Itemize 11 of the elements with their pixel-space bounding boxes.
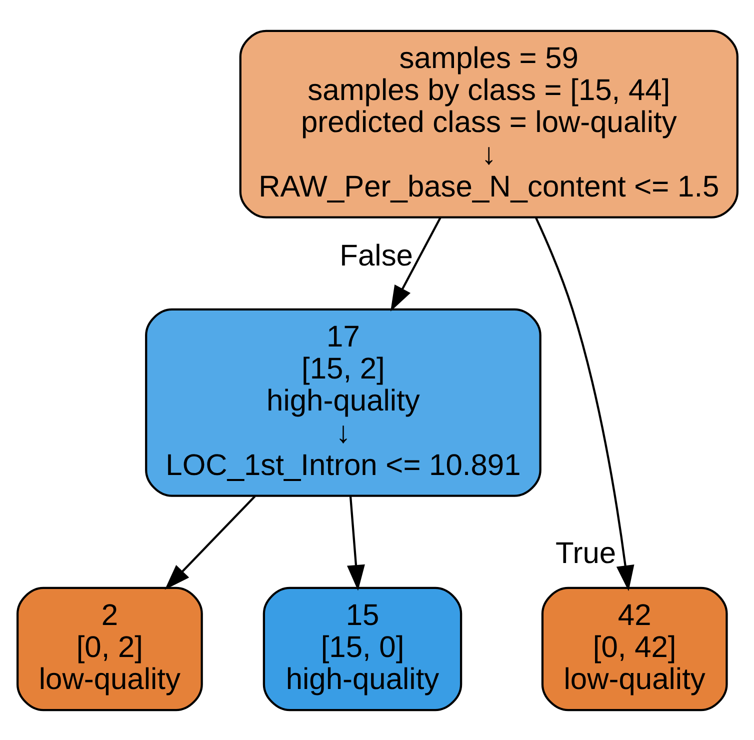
- node-box: 42 [0, 42] low-quality: [540, 586, 728, 711]
- arrow: [164, 495, 256, 590]
- edge-label: False: [339, 238, 413, 272]
- edge-label: True: [555, 536, 616, 570]
- node-box: 17 [15, 2] high-quality ↓ LOC_1st_Intron <= 10.891: [144, 308, 541, 496]
- node-box: samples = 59 samples by class = [15, 44] predicted class = low-quality ↓ RAW_Per_base_N_content <= 1.5: [238, 29, 738, 218]
- arrow: [390, 216, 441, 312]
- node-box: 2 [0, 2] low-quality: [16, 586, 202, 711]
- arrow: [346, 496, 364, 590]
- node-box: 15 [15, 0] high-quality: [262, 586, 462, 711]
- arrow: [534, 216, 634, 591]
